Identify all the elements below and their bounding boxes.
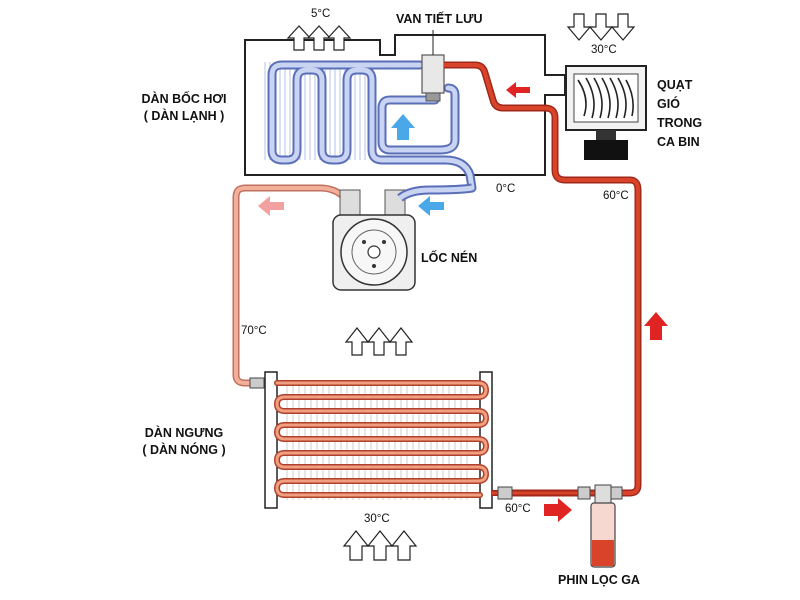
- air-arrows-condenser-in: [342, 530, 418, 561]
- condenser-label: DÀN NGƯNG ( DÀN NÓNG ): [124, 426, 244, 457]
- flow-arrow-red-right: [644, 312, 668, 340]
- cabin-fan-label-line2: GIÓ: [657, 97, 680, 111]
- temp-evaporator-out-air: 5°C: [311, 8, 331, 20]
- flow-arrow-red-top: [506, 82, 530, 98]
- air-arrows-evaporator-out: [286, 25, 352, 51]
- condenser-label-line2: ( DÀN NÓNG ): [142, 443, 226, 457]
- liquid-line: [444, 61, 642, 497]
- cabin-fan-label: QUẠT GIÓ TRONG CA BIN: [657, 76, 702, 152]
- temp-cabin-in-air: 30°C: [591, 44, 617, 56]
- temp-discharge: 70°C: [241, 325, 267, 337]
- condenser-outlet-line: [492, 486, 623, 500]
- condenser-label-line1: DÀN NGƯNG: [144, 426, 224, 440]
- compressor-label: LỐC NÉN: [421, 251, 478, 265]
- temp-liquid-line-right: 60°C: [603, 190, 629, 202]
- air-arrows-cabin-in: [566, 13, 636, 41]
- temp-suction: 0°C: [496, 183, 516, 195]
- evaporator-label: DÀN BỐC HƠI ( DÀN LẠNH ): [125, 92, 243, 123]
- cabin-fan-label-line3: TRONG: [657, 116, 703, 130]
- temp-condenser-air: 30°C: [364, 513, 390, 525]
- flow-arrow-red-bottom: [544, 498, 572, 522]
- temp-condenser-out: 60°C: [505, 503, 531, 515]
- filter-drier: [590, 484, 616, 568]
- condenser: [249, 371, 493, 509]
- filter-label: PHIN LỌC GA: [558, 573, 640, 587]
- evaporator-label-line1: DÀN BỐC HƠI: [141, 92, 227, 106]
- evaporator-housing: [244, 34, 566, 176]
- flow-arrow-blue-up: [391, 114, 415, 140]
- cabin-fan: [565, 65, 647, 160]
- evaporator-label-line2: ( DÀN LẠNH ): [143, 109, 225, 123]
- cabin-fan-label-line1: QUẠT: [657, 78, 693, 92]
- evaporator-coil: [267, 60, 477, 193]
- flow-arrow-blue-left: [418, 196, 444, 216]
- flow-arrow-pink: [258, 196, 284, 216]
- cabin-fan-label-line4: CA BIN: [657, 135, 700, 149]
- expansion-valve: [421, 30, 445, 102]
- compressor: [332, 189, 416, 291]
- air-arrows-condenser-out: [344, 327, 414, 356]
- discharge-line: [232, 184, 348, 387]
- expansion-valve-label: VAN TIẾT LƯU: [396, 12, 483, 26]
- suction-line: [397, 183, 473, 202]
